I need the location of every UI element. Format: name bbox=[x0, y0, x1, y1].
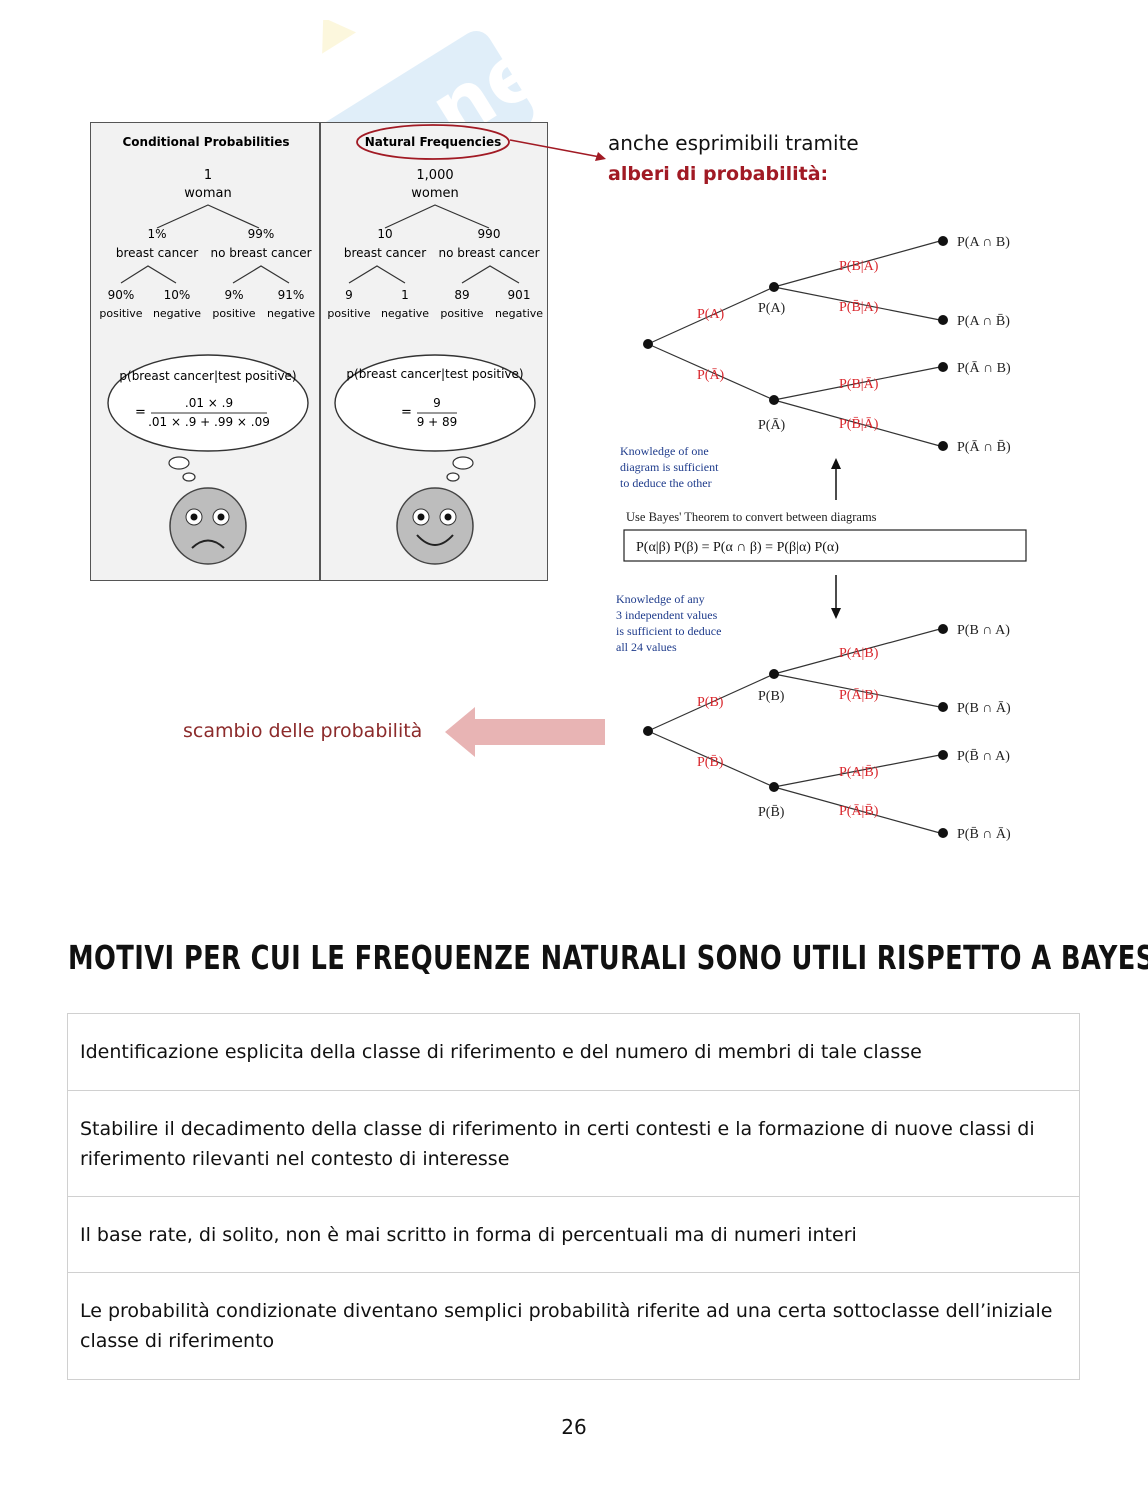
reason-text: Identificazione esplicita della classe d… bbox=[80, 1037, 922, 1067]
up-arrow-icon bbox=[831, 458, 841, 469]
knowledge-one-line-1: Knowledge of one bbox=[620, 444, 709, 458]
cond-leaf-4-label: negative bbox=[267, 307, 315, 320]
knowledge-one-line-2: diagram is sufficient bbox=[620, 460, 719, 474]
bottom-cond-2: P(Ā|B) bbox=[839, 687, 879, 703]
top-cond-1: P(B|A) bbox=[839, 259, 879, 274]
top-branch-lower: P(Ā) bbox=[697, 367, 725, 383]
cond-formula-eq: = bbox=[135, 405, 146, 420]
reason-row: Le probabilità condizionate diventano se… bbox=[68, 1273, 1079, 1379]
nat-bubble-title: p(breast cancer|test positive) bbox=[346, 367, 523, 381]
knowledge-any-line-2: 3 independent values bbox=[616, 608, 718, 622]
conditional-heading: Conditional Probabilities bbox=[122, 135, 289, 149]
cond-branch-left-value: 1% bbox=[147, 227, 166, 241]
down-arrow-icon bbox=[831, 608, 841, 619]
top-leaf-1: P(A ∩ B) bbox=[957, 235, 1010, 250]
top-leaf-4: P(Ā ∩ B̄) bbox=[957, 439, 1011, 455]
nat-leaf-2-label: negative bbox=[381, 307, 429, 320]
top-cond-4: P(B̄|Ā) bbox=[839, 416, 879, 432]
bottom-node-upper: P(B) bbox=[758, 689, 785, 704]
bottom-leaf-2: P(B ∩ Ā) bbox=[957, 700, 1011, 716]
reason-text: Le probabilità condizionate diventano se… bbox=[80, 1296, 1067, 1356]
top-leaf-3: P(Ā ∩ B) bbox=[957, 360, 1011, 376]
top-cond-3: P(B|Ā) bbox=[839, 376, 879, 392]
cond-leaf-1-value: 90% bbox=[108, 288, 135, 302]
bottom-leaf-1: P(B ∩ A) bbox=[957, 623, 1010, 638]
tree-bottom: P(B) P(B̄) P(B) P(B̄) P(A|B) P(Ā|B) P(A|… bbox=[643, 623, 1011, 842]
knowledge-any-line-4: all 24 values bbox=[616, 640, 677, 654]
nat-branch-left-value: 10 bbox=[377, 227, 392, 241]
bottom-cond-3: P(A|B̄) bbox=[839, 764, 879, 780]
annotation-line-1: anche esprimibili tramite bbox=[608, 131, 859, 155]
bottom-cond-1: P(A|B) bbox=[839, 646, 879, 661]
cond-formula-num: .01 × .9 bbox=[185, 396, 233, 410]
top-node-lower: P(Ā) bbox=[758, 417, 786, 433]
nat-formula-num: 9 bbox=[433, 396, 441, 410]
nat-root-count: 1,000 bbox=[416, 168, 453, 183]
bottom-leaf-4: P(B̄ ∩ Ā) bbox=[957, 826, 1011, 842]
cond-leaf-3-label: positive bbox=[212, 307, 255, 320]
cond-leaf-2-label: negative bbox=[153, 307, 201, 320]
nat-leaf-3-value: 89 bbox=[454, 288, 469, 302]
knowledge-any-line-3: is sufficient to deduce bbox=[616, 624, 721, 638]
nat-leaf-2-value: 1 bbox=[401, 288, 409, 302]
bottom-cond-4: P(Ā|B̄) bbox=[839, 803, 879, 819]
cond-bubble-title: p(breast cancer|test positive) bbox=[119, 369, 296, 383]
cond-root-label: woman bbox=[184, 186, 231, 201]
nat-formula-eq: = bbox=[401, 405, 412, 420]
top-node-upper: P(A) bbox=[758, 301, 786, 316]
nat-leaf-1-value: 9 bbox=[345, 288, 353, 302]
bottom-branch-lower: P(B̄) bbox=[697, 754, 724, 770]
knowledge-any-line-1: Knowledge of any bbox=[616, 592, 705, 606]
nat-leaf-1-label: positive bbox=[327, 307, 370, 320]
happy-face-icon bbox=[397, 488, 473, 564]
cond-leaf-3-value: 9% bbox=[224, 288, 243, 302]
natural-heading: Natural Frequencies bbox=[365, 135, 502, 149]
cond-leaf-4-value: 91% bbox=[278, 288, 305, 302]
cond-formula-den: .01 × .9 + .99 × .09 bbox=[148, 415, 270, 429]
left-arrow-icon bbox=[445, 707, 607, 757]
tree-top: P(A) P(Ā) P(A) P(Ā) P(B|A) P(B̄|A) P(B|Ā… bbox=[643, 235, 1011, 455]
cond-leaf-2-value: 10% bbox=[164, 288, 191, 302]
cond-branch-right-value: 99% bbox=[248, 227, 275, 241]
nat-formula-den: 9 + 89 bbox=[417, 415, 458, 429]
reason-text: Il base rate, di solito, non è mai scrit… bbox=[80, 1220, 857, 1250]
nat-branch-left-label: breast cancer bbox=[344, 246, 426, 260]
sad-face-icon bbox=[170, 488, 246, 564]
reason-row: Il base rate, di solito, non è mai scrit… bbox=[68, 1197, 1079, 1273]
knowledge-one-line-3: to deduce the other bbox=[620, 476, 712, 490]
top-branch-upper: P(A) bbox=[697, 307, 725, 322]
reason-row: Stabilire il decadimento della classe di… bbox=[68, 1091, 1079, 1197]
nat-branch-right-label: no breast cancer bbox=[438, 246, 539, 260]
natural-frequencies-figure: Conditional Probabilities 1 woman 1% bre… bbox=[90, 122, 548, 581]
page-number: 26 bbox=[0, 1415, 1148, 1439]
section-heading: MOTIVI PER CUI LE FREQUENZE NATURALI SON… bbox=[68, 938, 1148, 977]
reason-row: Identificazione esplicita della classe d… bbox=[68, 1014, 1079, 1091]
cond-branch-right-label: no breast cancer bbox=[210, 246, 311, 260]
nat-branch-right-value: 990 bbox=[478, 227, 501, 241]
cond-branch-left-label: breast cancer bbox=[116, 246, 198, 260]
bayes-formula: P(α|β) P(β) = P(α ∩ β) = P(β|α) P(α) bbox=[636, 540, 839, 555]
bottom-leaf-3: P(B̄ ∩ A) bbox=[957, 748, 1010, 764]
annotation-line-2: alberi di probabilità: bbox=[608, 163, 828, 185]
bottom-node-lower: P(B̄) bbox=[758, 804, 785, 820]
nat-root-label: women bbox=[411, 186, 459, 201]
cond-root-count: 1 bbox=[204, 168, 212, 183]
nat-leaf-4-value: 901 bbox=[508, 288, 531, 302]
top-cond-2: P(B̄|A) bbox=[839, 299, 879, 315]
bottom-branch-upper: P(B) bbox=[697, 695, 724, 710]
cond-leaf-1-label: positive bbox=[99, 307, 142, 320]
probability-trees-diagram: P(A) P(Ā) P(A) P(Ā) P(B|A) P(B̄|A) P(B|Ā… bbox=[600, 215, 1040, 855]
top-leaf-2: P(A ∩ B̄) bbox=[957, 313, 1010, 329]
pointer-arrow bbox=[500, 130, 610, 170]
nat-leaf-3-label: positive bbox=[440, 307, 483, 320]
swap-label: scambio delle probabilità bbox=[183, 720, 422, 742]
use-bayes-text: Use Bayes' Theorem to convert between di… bbox=[626, 510, 877, 524]
reason-text: Stabilire il decadimento della classe di… bbox=[80, 1114, 1067, 1174]
reasons-table: Identificazione esplicita della classe d… bbox=[67, 1013, 1080, 1380]
nat-leaf-4-label: negative bbox=[495, 307, 543, 320]
